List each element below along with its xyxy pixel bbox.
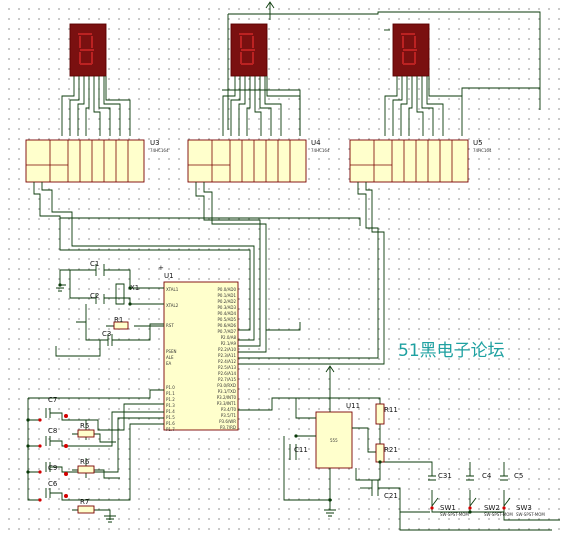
timer-caps xyxy=(428,475,508,481)
svg-text:P3.1/TXD: P3.1/TXD xyxy=(218,389,236,394)
svg-text:R6: R6 xyxy=(80,458,90,466)
svg-text:C5: C5 xyxy=(514,472,523,480)
svg-text:P2.7/A15: P2.7/A15 xyxy=(218,377,236,382)
svg-text:P0.3/AD3: P0.3/AD3 xyxy=(218,305,237,310)
svg-text:P0.6/AD6: P0.6/AD6 xyxy=(218,323,237,328)
svg-text:P3.3/INT1: P3.3/INT1 xyxy=(217,401,237,406)
svg-text:P3.7/RD: P3.7/RD xyxy=(220,425,236,430)
svg-text:P1.6: P1.6 xyxy=(166,421,175,426)
seven-seg-display-3[interactable] xyxy=(392,23,430,77)
svg-text:P1.0: P1.0 xyxy=(166,385,175,390)
timer-555-u11[interactable]: U11 555 xyxy=(315,402,360,469)
shift-register-u3[interactable]: U3 74HC164 xyxy=(25,139,169,183)
svg-text:P0.5/AD5: P0.5/AD5 xyxy=(218,317,237,322)
svg-text:SW3: SW3 xyxy=(516,504,532,512)
svg-text:RST: RST xyxy=(166,323,174,328)
svg-text:C8: C8 xyxy=(48,427,57,435)
svg-text:P2.4/A12: P2.4/A12 xyxy=(218,359,236,364)
top-bus-wires xyxy=(222,1,541,136)
svg-text:SW-SPST-MOM: SW-SPST-MOM xyxy=(440,512,469,517)
forum-watermark: 51黑电子论坛 xyxy=(398,341,505,361)
svg-text:P2.0/A8: P2.0/A8 xyxy=(221,335,237,340)
svg-text:ALE: ALE xyxy=(166,355,174,360)
svg-text:C6: C6 xyxy=(48,480,58,488)
svg-text:C1: C1 xyxy=(90,260,99,268)
wires-display2-u4 xyxy=(222,76,301,136)
switches-right[interactable]: SW1 SW2 SW3 SW-SPST-MOM SW-SPST-MOM SW-S… xyxy=(430,497,545,517)
seven-seg-display-1[interactable] xyxy=(69,23,107,77)
svg-text:P1.5: P1.5 xyxy=(166,415,175,420)
svg-text:P2.1/A9: P2.1/A9 xyxy=(221,341,237,346)
seven-seg-display-2[interactable] xyxy=(230,23,268,77)
junction-dots xyxy=(26,283,472,514)
svg-text:C2: C2 xyxy=(90,292,99,300)
shift-register-u5[interactable]: U5 74HC164 xyxy=(349,139,492,183)
svg-text:P3.5/T1: P3.5/T1 xyxy=(221,413,237,418)
push-buttons-left[interactable] xyxy=(38,414,68,502)
svg-text:SW2: SW2 xyxy=(484,504,500,512)
svg-text:P0.2/AD2: P0.2/AD2 xyxy=(218,299,237,304)
svg-text:R21: R21 xyxy=(384,446,398,454)
svg-text:P1.1: P1.1 xyxy=(166,391,175,396)
svg-text:R11: R11 xyxy=(384,406,398,414)
key-circuit xyxy=(27,389,164,523)
svg-text:C11: C11 xyxy=(294,446,308,454)
svg-text:P3.6/WR: P3.6/WR xyxy=(219,419,236,424)
svg-text:P0.1/AD1: P0.1/AD1 xyxy=(218,293,237,298)
svg-text:P3.4/T0: P3.4/T0 xyxy=(221,407,237,412)
crystal-circuit xyxy=(55,264,164,357)
mcu-u1[interactable]: U1 XTAL1 XTAL2 RST PSEN ALE EA P1.0 P1.1… xyxy=(158,264,239,432)
crystal-labels: C1 C2 X1 R1 C3 xyxy=(90,260,139,338)
svg-text:C31: C31 xyxy=(438,472,452,480)
wires-shift-to-mcu xyxy=(33,182,385,365)
u5-ref: U5 xyxy=(473,139,483,147)
svg-text:R1: R1 xyxy=(114,316,123,324)
svg-text:P2.5/A13: P2.5/A13 xyxy=(218,365,236,370)
svg-text:SW-SPST-MOM: SW-SPST-MOM xyxy=(516,512,545,517)
svg-text:EA: EA xyxy=(166,361,172,366)
svg-text:XTAL2: XTAL2 xyxy=(166,303,179,308)
wires-display3-u5 xyxy=(384,76,463,136)
u5-sub: 74HC164 xyxy=(473,148,492,153)
svg-text:P1.3: P1.3 xyxy=(166,403,175,408)
svg-text:P2.3/A11: P2.3/A11 xyxy=(218,353,236,358)
svg-text:P0.4/AD4: P0.4/AD4 xyxy=(218,311,237,316)
svg-text:P3.0/RXD: P3.0/RXD xyxy=(217,383,236,388)
svg-text:P2.2/A10: P2.2/A10 xyxy=(218,347,236,352)
svg-text:C4: C4 xyxy=(482,472,492,480)
svg-text:P0.0/AD0: P0.0/AD0 xyxy=(218,287,237,292)
resistors-timer: R11 R21 C11 C21 C31 C4 C5 xyxy=(294,403,523,500)
u1-ref: U1 xyxy=(164,272,174,280)
svg-text:555: 555 xyxy=(330,438,338,443)
svg-text:R5: R5 xyxy=(80,422,89,430)
u3-ref: U3 xyxy=(150,139,160,147)
svg-text:SW1: SW1 xyxy=(440,504,456,512)
u3-sub: 74HC164 xyxy=(150,148,169,153)
svg-text:C3: C3 xyxy=(102,330,111,338)
svg-text:+: + xyxy=(158,264,164,272)
svg-text:XTAL1: XTAL1 xyxy=(166,287,179,292)
resistors-bottom-left: R5 R6 R7 C7 C8 C9 C6 xyxy=(48,396,95,514)
svg-text:P3.2/INT0: P3.2/INT0 xyxy=(217,395,237,400)
svg-text:R7: R7 xyxy=(80,498,89,506)
svg-text:P1.2: P1.2 xyxy=(166,397,175,402)
svg-text:P1.4: P1.4 xyxy=(166,409,175,414)
wires-display1-u3 xyxy=(61,76,131,136)
svg-text:C9: C9 xyxy=(48,464,57,472)
svg-text:P2.6/A14: P2.6/A14 xyxy=(218,371,236,376)
u4-ref: U4 xyxy=(311,139,321,147)
svg-text:PSEN: PSEN xyxy=(166,349,176,354)
u4-sub: 74HC164 xyxy=(311,148,330,153)
svg-text:P0.7/AD7: P0.7/AD7 xyxy=(218,329,237,334)
svg-text:C7: C7 xyxy=(48,396,57,404)
svg-text:U11: U11 xyxy=(346,402,360,410)
svg-text:C21: C21 xyxy=(384,492,398,500)
svg-text:SW-SPST-MOM: SW-SPST-MOM xyxy=(484,512,513,517)
shift-register-u4[interactable]: U4 74HC164 xyxy=(187,139,330,183)
svg-text:X1: X1 xyxy=(130,284,139,292)
svg-text:P1.7: P1.7 xyxy=(166,427,175,432)
timer-wires xyxy=(238,365,560,531)
